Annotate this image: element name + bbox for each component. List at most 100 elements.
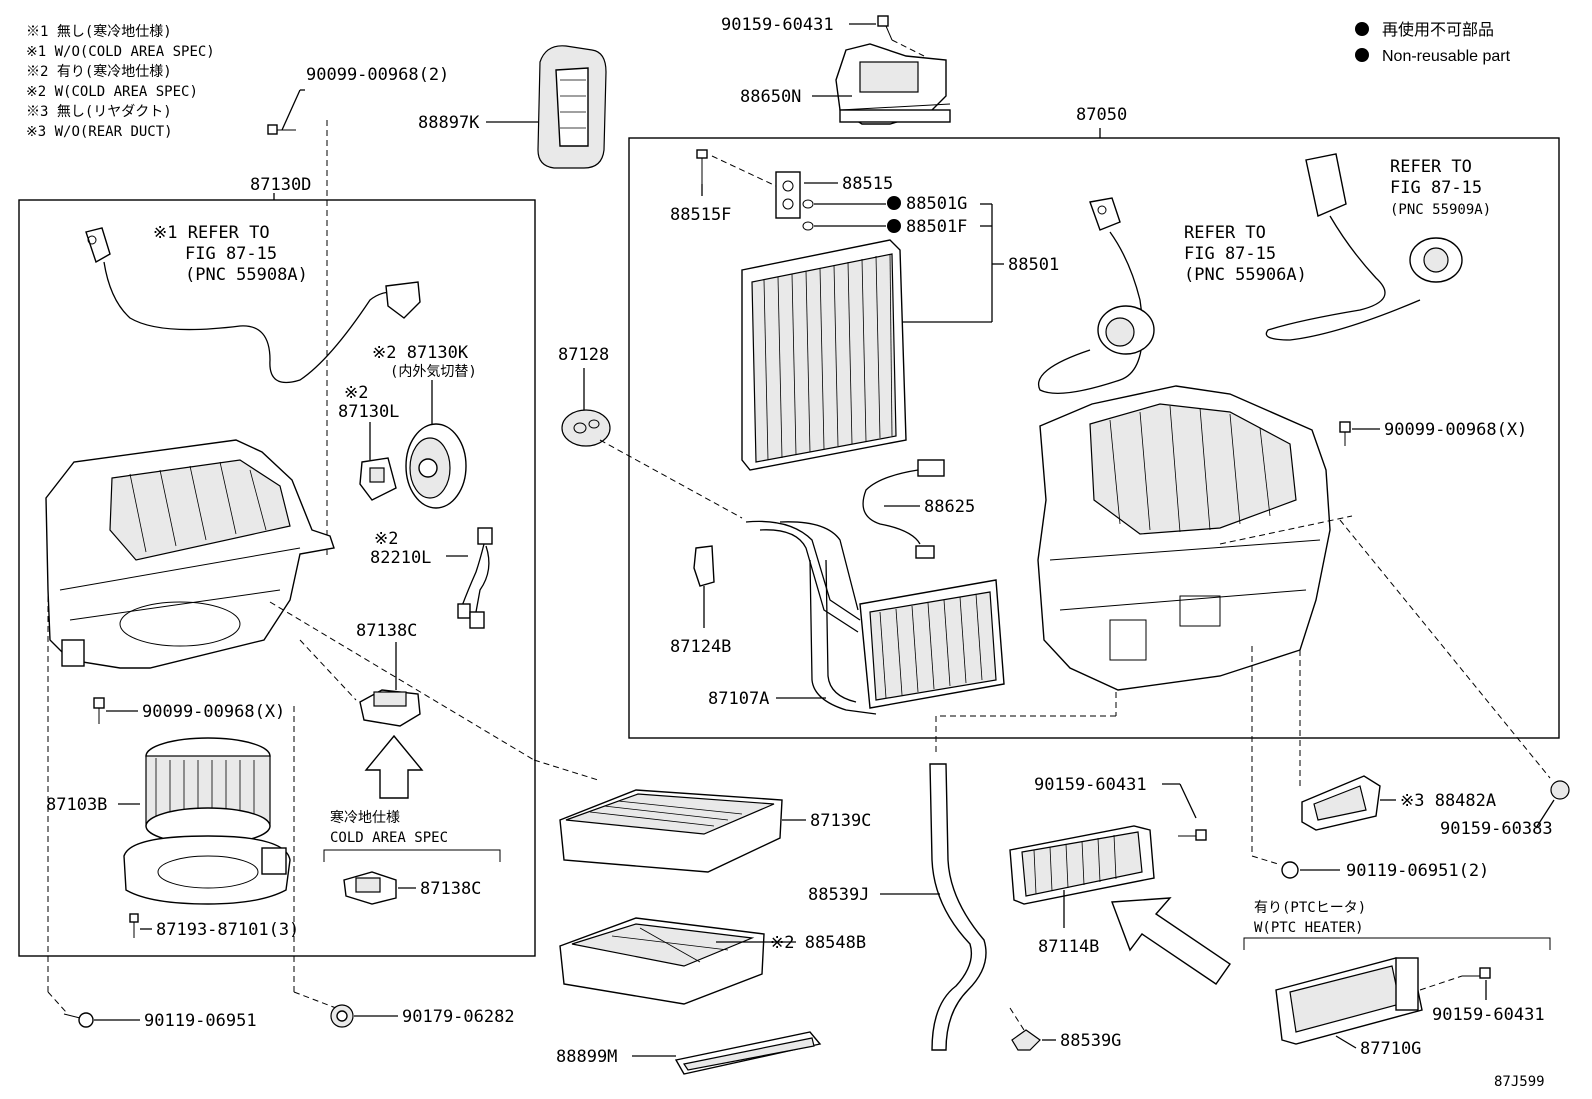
up-arrow-icon <box>364 734 424 799</box>
label-88501G: 88501G <box>906 194 967 214</box>
ptc-heater-jp: 有り(PTCヒータ) <box>1254 900 1366 916</box>
label-90159-60431-top: 90159-60431 <box>721 15 834 35</box>
note-line: ※3 無し(リヤダクト) <box>26 104 172 120</box>
label-88501F: 88501F <box>906 217 967 237</box>
heater-unit-frame <box>628 137 1560 739</box>
non-reusable-dot-icon <box>1355 22 1369 36</box>
label-88482A: ※3 88482A <box>1400 791 1496 811</box>
refer-note-3-line2: FIG 87-15 <box>1390 178 1482 198</box>
label-87124B: 87124B <box>670 637 731 657</box>
label-87710G: 87710G <box>1360 1039 1421 1059</box>
label-87107A: 87107A <box>708 689 769 709</box>
label-90159-60431-right: 90159-60431 <box>1432 1005 1545 1025</box>
bolt-90099-00968-x-right <box>1339 421 1380 446</box>
note-line: ※3 W/O(REAR DUCT) <box>26 124 173 140</box>
figure-code: 87J599 <box>1494 1074 1545 1090</box>
part-87130L <box>359 422 397 501</box>
wire-harness-55908A <box>85 227 421 384</box>
label-90179-06282: 90179-06282 <box>402 1007 515 1027</box>
part-87710G-ptc-heater <box>1275 957 1423 1049</box>
label-90119-06951-left: 90119-06951 <box>144 1011 257 1031</box>
screw-90159-60431-top <box>849 15 925 57</box>
part-87128-grommet <box>561 368 743 519</box>
label-88548B: ※2 88548B <box>770 933 866 953</box>
part-88650N-bracket <box>835 43 951 125</box>
screw-90159-60383 <box>1535 780 1570 829</box>
screw-90099-00968-2 <box>267 89 328 555</box>
bolt-90119-06951-left <box>47 991 140 1028</box>
refer-note-1-line1: ※1 REFER TO <box>153 223 270 243</box>
dash-right-bolt <box>1339 519 1551 779</box>
label-90099-00968-x-left: 90099-00968(X) <box>142 702 285 722</box>
label-82210L: 82210L <box>370 548 431 568</box>
dash-to-filter-2 <box>533 759 599 781</box>
bolt-90119-06951-2 <box>1251 855 1340 879</box>
part-88482A-duct <box>1301 775 1396 831</box>
refer-note-2-line2: FIG 87-15 <box>1184 244 1276 264</box>
label-87130L: 87130L <box>338 402 399 422</box>
label-88539G: 88539G <box>1060 1031 1121 1051</box>
label-87128: 87128 <box>558 345 609 365</box>
part-87114B-heater <box>1009 825 1155 928</box>
legend-en: Non-reusable part <box>1382 48 1511 65</box>
refer-note-1-line3: (PNC 55908A) <box>185 265 308 285</box>
part-87050-heater-case <box>1037 385 1353 691</box>
legend: 再使用不可部品 Non-reusable part <box>1355 21 1511 65</box>
part-87107A-heater-core <box>745 520 1005 715</box>
part-blower-case <box>45 439 335 669</box>
label-88501: 88501 <box>1008 255 1059 275</box>
o-rings <box>802 196 1004 323</box>
note-line: ※2 W(COLD AREA SPEC) <box>26 84 198 100</box>
refer-note-3-line3: (PNC 55909A) <box>1390 202 1491 218</box>
refer-note-2-line1: REFER TO <box>1184 223 1266 243</box>
label-90159-60383: 90159-60383 <box>1440 819 1553 839</box>
label-87130L-note: ※2 <box>344 383 368 403</box>
ptc-heater-en: W(PTC HEATER) <box>1254 920 1364 936</box>
dash-to-filter <box>269 601 535 761</box>
part-88515-expansion-valve <box>775 171 838 219</box>
label-87103B: 87103B <box>46 795 107 815</box>
cold-area-bracket <box>323 849 501 862</box>
label-87050: 87050 <box>1076 105 1127 125</box>
part-87103B-blower-motor <box>118 737 291 905</box>
non-reusable-dot-icon <box>887 196 901 210</box>
nut-90179-06282 <box>293 991 398 1028</box>
legend-jp: 再使用不可部品 <box>1382 21 1494 39</box>
label-88650N: 88650N <box>740 87 801 107</box>
screw-87193-87101 <box>129 913 152 938</box>
insert-arrow-icon <box>1111 897 1231 985</box>
label-87130D: 87130D <box>250 175 311 195</box>
non-reusable-dot-icon <box>887 219 901 233</box>
screw-90159-60431-right <box>1419 967 1491 1000</box>
screw-90159-60431-mid <box>1162 783 1207 841</box>
bolt-90099-00968-x-left <box>93 697 138 724</box>
ptc-bracket <box>1243 937 1551 950</box>
label-87139C: 87139C <box>810 811 871 831</box>
part-88625-sensor <box>862 459 945 559</box>
wire-harness-55909A <box>1265 153 1463 341</box>
part-88899M-cover <box>632 1031 822 1075</box>
part-82210L-harness <box>446 527 493 629</box>
part-87130K-servo-motor <box>405 380 467 509</box>
label-87138C-bottom: 87138C <box>420 879 481 899</box>
note-line: ※1 無し(寒冷地仕様) <box>26 23 172 40</box>
label-88899M: 88899M <box>556 1047 617 1067</box>
part-88539G-clip <box>1009 1007 1056 1051</box>
label-87138C-top: 87138C <box>356 621 417 641</box>
refer-note-1-line2: FIG 87-15 <box>185 244 277 264</box>
cold-area-spec-jp: 寒冷地仕様 <box>330 809 400 826</box>
label-88897K: 88897K <box>418 113 480 133</box>
part-88539J-drain-hose <box>880 763 987 1051</box>
refer-note-3-line1: REFER TO <box>1390 157 1472 177</box>
label-90159-60431-mid: 90159-60431 <box>1034 775 1147 795</box>
blower-assembly-frame <box>18 199 536 957</box>
label-90099-00968-2: 90099-00968(2) <box>306 65 449 85</box>
part-87139C-filter <box>559 789 806 873</box>
refer-note-2-line3: (PNC 55906A) <box>1184 265 1307 285</box>
part-87138C-resistor <box>299 639 421 727</box>
part-87138C-cold <box>343 871 416 905</box>
label-87130K: ※2 87130K <box>372 343 469 363</box>
note-line: ※1 W/O(COLD AREA SPEC) <box>26 44 215 60</box>
part-88897K <box>486 45 607 169</box>
